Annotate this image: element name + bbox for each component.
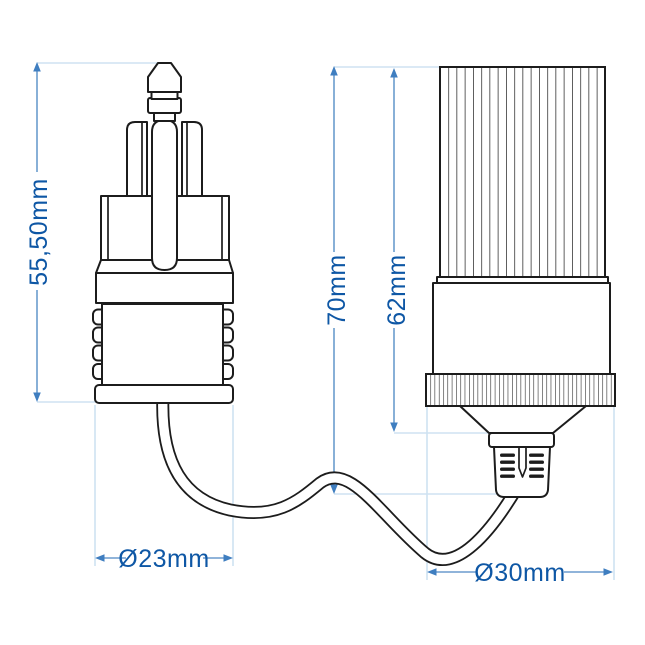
arrow-up-icon (390, 68, 398, 78)
cable (156, 394, 523, 566)
socket-body-height-label: 62mm (383, 254, 411, 325)
plug-center-pin (151, 119, 178, 271)
socket-drawing (425, 66, 616, 498)
plug-base (94, 384, 234, 404)
socket-connector-body (493, 446, 551, 498)
dimension-plug-diameter: Ø23mm (95, 545, 233, 573)
dimension-socket-body-height: 62mm (383, 68, 411, 432)
socket-body (432, 282, 611, 375)
plug-drawing (92, 62, 234, 404)
plug-lower-body (101, 303, 224, 386)
socket-finned-cylinder (439, 66, 606, 278)
dimension-socket-diameter: Ø30mm (427, 559, 613, 587)
socket-overall-height-label: 70mm (323, 254, 351, 325)
socket-knurled-ring (425, 373, 616, 407)
plug-height-label: 55,50mm (25, 178, 53, 286)
dimension-plug-height: 55,50mm (25, 62, 53, 402)
arrow-down-icon (330, 484, 338, 494)
plug-tip (147, 62, 182, 93)
plug-right-wing (181, 121, 203, 197)
socket-diameter-label: Ø30mm (474, 559, 565, 587)
arrow-right-icon (603, 568, 613, 576)
plug-left-wing (126, 121, 148, 197)
socket-cone (459, 405, 587, 434)
dimension-socket-overall-height: 70mm (323, 66, 351, 494)
arrow-down-icon (33, 392, 41, 402)
plug-diameter-label: Ø23mm (118, 545, 209, 573)
socket-connector-cap (488, 432, 555, 448)
arrow-left-icon (427, 568, 437, 576)
arrow-left-icon (95, 554, 105, 562)
connector-vents (500, 453, 544, 478)
arrow-up-icon (33, 62, 41, 72)
arrow-up-icon (330, 66, 338, 76)
arrow-down-icon (390, 422, 398, 432)
connector-slot (518, 447, 527, 478)
arrow-right-icon (223, 554, 233, 562)
